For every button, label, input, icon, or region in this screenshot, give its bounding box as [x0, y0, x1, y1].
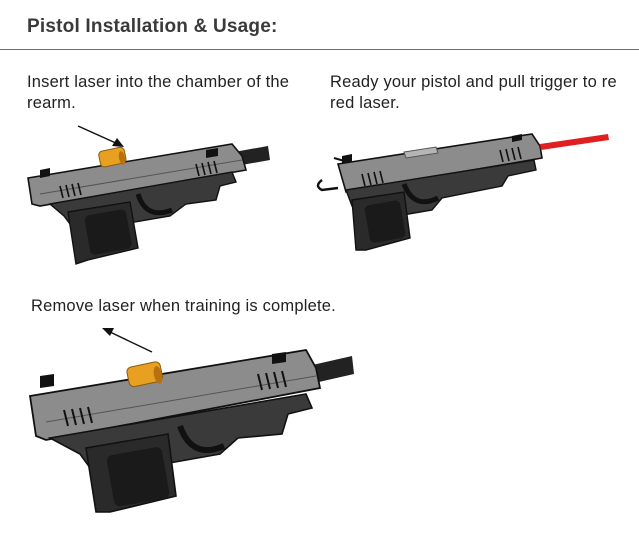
pistol-insert-illustration [27, 125, 270, 265]
pistol-icon [27, 143, 270, 265]
laser-beam-icon [540, 134, 609, 150]
step-3-instruction: Remove laser when training is complete. [31, 297, 336, 315]
laser-cartridge-icon [126, 361, 163, 388]
heading-divider [0, 49, 639, 50]
step-2-instruction: Ready your pistol and pull trigger to re… [330, 73, 617, 112]
laser-cartridge-icon [98, 146, 127, 168]
insert-arrow-icon [77, 125, 124, 147]
step-1-instruction: Insert laser into the chamber of the rea… [27, 73, 290, 112]
pistol-firing-illustration [316, 133, 609, 251]
pistol-icon [28, 349, 354, 513]
remove-arrow-icon [102, 328, 153, 353]
pistol-icon [316, 133, 543, 251]
section-heading: Pistol Installation & Usage: [27, 16, 278, 37]
pistol-remove-illustration [28, 328, 354, 513]
